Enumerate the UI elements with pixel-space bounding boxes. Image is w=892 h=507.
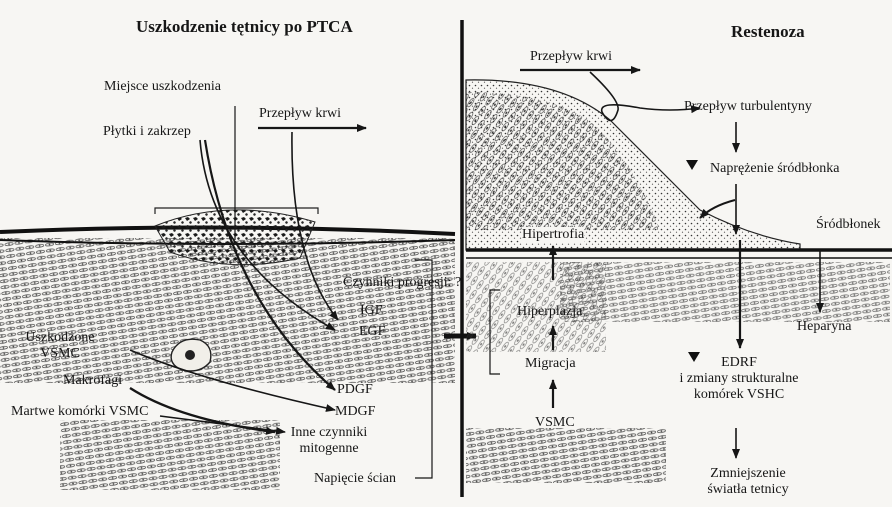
small-bold-arrows bbox=[686, 160, 700, 362]
label-platelets-thrombus: Płytki i zakrzep bbox=[103, 124, 191, 140]
label-injury-site: Miejsce uszkodzenia bbox=[104, 79, 221, 95]
label-hypertrophy: Hipertrofia bbox=[522, 227, 584, 243]
label-blood-flow-left: Przepływ krwi bbox=[259, 106, 341, 122]
label-wall-tension: Napięcie ścian bbox=[314, 471, 396, 487]
macrophage-cell bbox=[171, 339, 211, 371]
label-dead-vsmc: Martwe komórki VSMC bbox=[11, 404, 148, 420]
label-turbulent-flow: Przepływ turbulentyny bbox=[684, 99, 812, 115]
left-panel-title: Uszkodzenie tętnicy po PTCA bbox=[136, 17, 353, 37]
label-damaged-vsmc: Uszkodzone VSMC bbox=[18, 330, 102, 362]
label-mdgf: MDGF bbox=[335, 404, 375, 420]
label-lumen-reduction: Zmniejszenie światła tetnicy bbox=[692, 466, 804, 498]
label-macrophages: Makrofagi bbox=[63, 373, 122, 389]
label-endothelial-stress: Naprężenie śródbłonka bbox=[710, 161, 839, 177]
label-edrf: EDRF i zmiany strukturalne komórek VSHC bbox=[660, 355, 818, 403]
label-vsmc: VSMC bbox=[535, 415, 575, 431]
right-panel-title: Restenoza bbox=[731, 22, 805, 42]
label-progression-factors: Czynniki progresji: ? bbox=[343, 275, 461, 291]
label-blood-flow-right: Przepływ krwi bbox=[530, 49, 612, 65]
label-endothelium: Śródbłonek bbox=[816, 217, 881, 233]
label-other-mitogens: Inne czynniki mitogenne bbox=[283, 425, 375, 457]
right-neointima bbox=[466, 80, 892, 483]
label-egf: EGF bbox=[359, 324, 385, 340]
label-hyperplasia: Hiperplazja bbox=[517, 304, 582, 320]
label-heparin: Heparyna bbox=[797, 319, 851, 335]
label-pdgf: PDGF bbox=[337, 382, 373, 398]
label-igf: IGF bbox=[360, 303, 383, 319]
label-migration: Migracja bbox=[525, 356, 576, 372]
